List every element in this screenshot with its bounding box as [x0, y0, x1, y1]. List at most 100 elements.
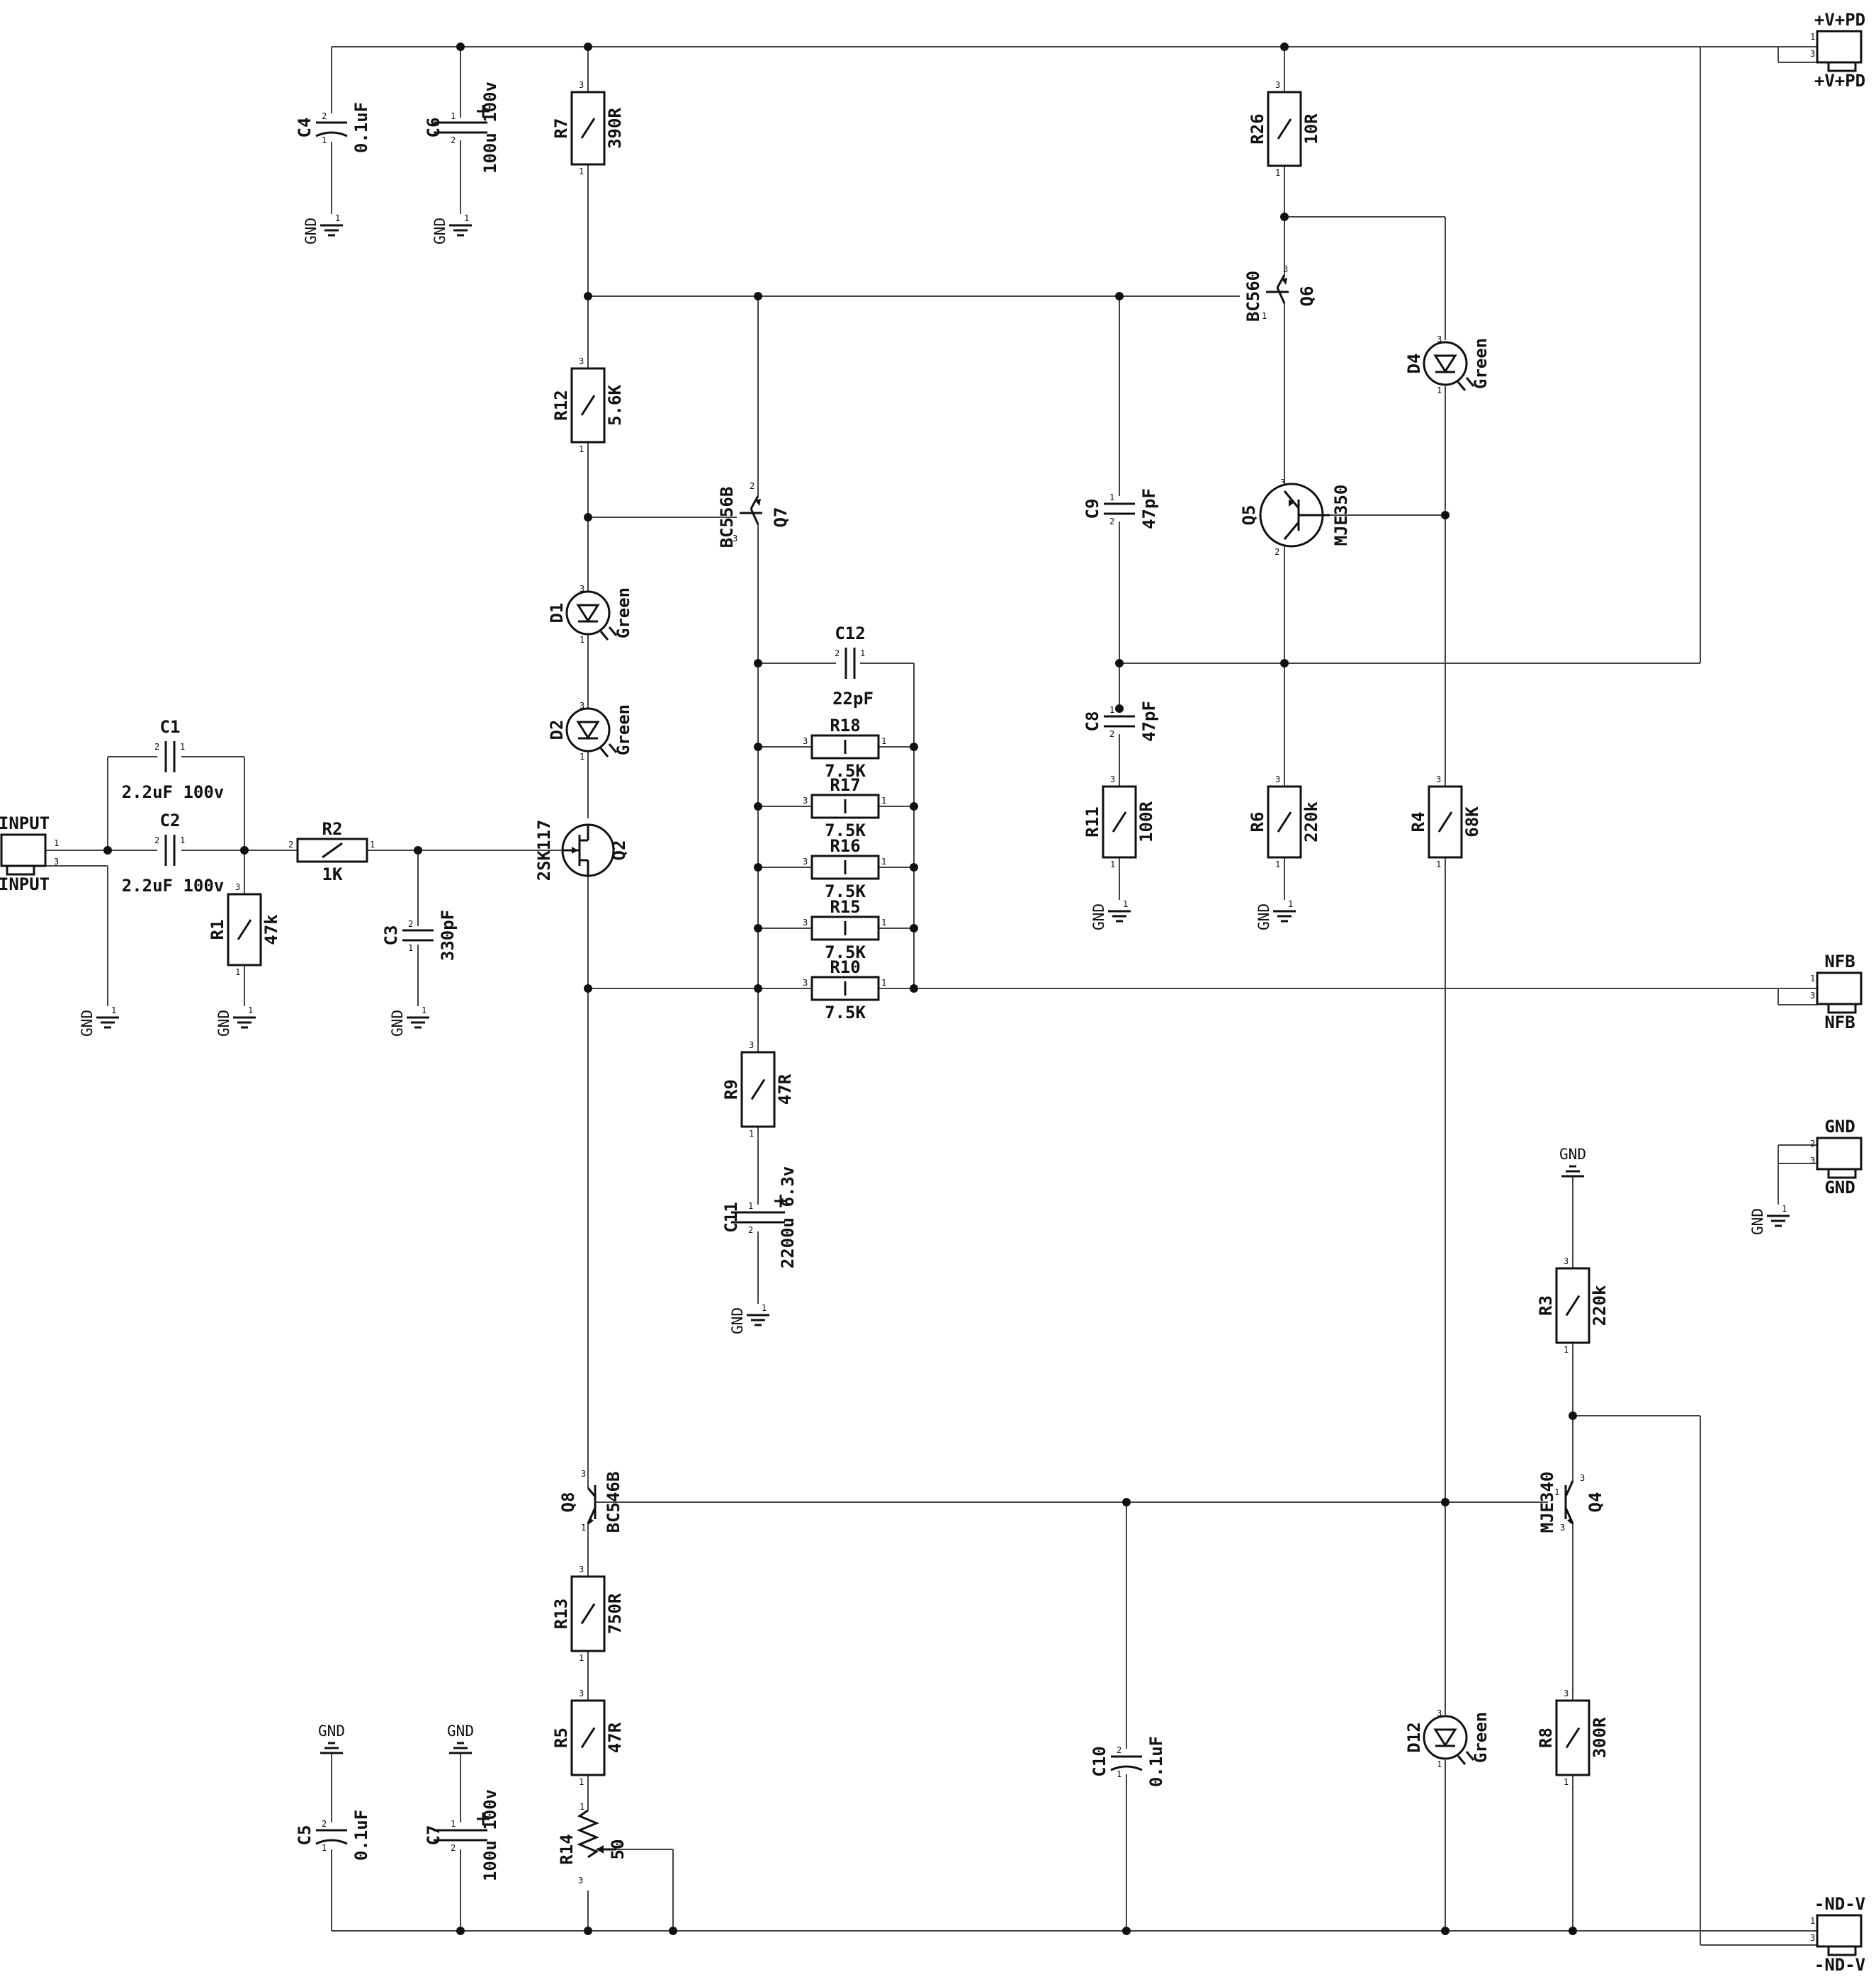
pin-number: 1 — [451, 1819, 456, 1829]
resistor-value: 50 — [608, 1839, 628, 1860]
transistor-collector — [1276, 287, 1286, 304]
junction-dot — [1122, 1498, 1131, 1506]
pin-number: 1 — [881, 857, 886, 867]
resistor-value: 7.5K — [825, 881, 866, 901]
pin-number: 3 — [1810, 49, 1815, 59]
pin-number: 3 — [1580, 1473, 1585, 1483]
transistor-emitter — [1276, 274, 1286, 288]
capacitor-ref: C2 — [160, 811, 181, 830]
resistor-mark — [580, 118, 596, 139]
capacitor-ref: C8 — [1083, 711, 1102, 732]
connector-label-top: INPUT — [0, 813, 50, 833]
resistor-ref: R14 — [557, 1834, 577, 1864]
pin-number: 3 — [581, 1469, 586, 1479]
transistor-ref: Q2 — [609, 840, 629, 861]
capacitor-value: 47pF — [1139, 701, 1159, 742]
pin-number: 3 — [578, 1876, 583, 1886]
resistor-mark — [1277, 811, 1292, 833]
junction-dot — [1115, 292, 1124, 300]
pin-number: 1 — [1288, 899, 1293, 909]
junction-dot — [584, 43, 592, 51]
led-circle — [1423, 1715, 1468, 1760]
led-ray — [1465, 1751, 1475, 1761]
resistor-ref: R6 — [1248, 812, 1267, 833]
led-ray — [1465, 377, 1475, 387]
resistor-mark — [1565, 1727, 1581, 1749]
pin-number: 3 — [1280, 478, 1285, 487]
capacitor-value: 100u 100v — [480, 1789, 500, 1881]
led-color: Green — [1471, 338, 1491, 389]
junction-dot — [754, 659, 762, 667]
capacitor-ref: C5 — [295, 1825, 315, 1846]
transistor-emitter — [1283, 490, 1300, 509]
resistor-mark — [580, 1727, 596, 1749]
ground-label: GND — [1255, 903, 1272, 930]
pin-number: 1 — [1275, 859, 1280, 869]
resistor-value: 7.5K — [825, 1003, 866, 1022]
resistor-ref: R5 — [551, 1727, 571, 1748]
pin-number: 2 — [1810, 1139, 1815, 1149]
pin-number: 2 — [1275, 547, 1279, 557]
capacitor-plate — [315, 1839, 348, 1845]
transistor-collector — [1564, 1480, 1574, 1497]
pin-number: 1 — [748, 1201, 753, 1211]
pin-number: 1 — [1564, 1777, 1569, 1787]
pin-number: 1 — [180, 835, 185, 845]
pin-number: 1 — [111, 1005, 116, 1015]
ground-label: GND — [431, 218, 448, 244]
led-color: Green — [1471, 1712, 1491, 1763]
connector-label-top: -ND-V — [1814, 1894, 1865, 1914]
pin-number: 1 — [1810, 974, 1815, 983]
led-color: Green — [614, 587, 633, 638]
junction-dot — [754, 802, 762, 811]
pin-number: 2 — [154, 835, 159, 845]
resistor-value: 7.5K — [825, 761, 866, 781]
junction-dot — [754, 863, 762, 872]
pin-number: 2 — [835, 648, 840, 658]
pin-number: 1 — [1262, 311, 1267, 321]
pin-number: 2 — [618, 1839, 623, 1849]
pin-number: 3 — [1810, 1933, 1815, 1943]
pin-number: 3 — [54, 857, 59, 867]
pin-number: 3 — [579, 1565, 584, 1574]
capacitor-ref: C11 — [721, 1202, 741, 1232]
pin-number: 1 — [579, 167, 584, 176]
junction-dot — [910, 924, 918, 932]
pin-number: 2 — [288, 840, 293, 850]
capacitor-ref: C10 — [1090, 1746, 1109, 1776]
capacitor-value: 47pF — [1139, 488, 1159, 529]
resistor-value: 7.5K — [825, 821, 866, 840]
capacitor-ref: C1 — [160, 717, 181, 737]
connector-label-top: NFB — [1824, 952, 1855, 971]
capacitor-value: 2.2uF 100v — [122, 782, 225, 802]
pin-number: 3 — [1564, 1689, 1569, 1698]
ground-label: GND — [1749, 1208, 1766, 1235]
pin-number: 3 — [580, 584, 584, 594]
resistor-ref: R4 — [1408, 812, 1428, 833]
junction-dot — [1122, 1927, 1131, 1935]
resistor-ref: R8 — [1536, 1727, 1556, 1748]
capacitor-value: 0.1uF — [351, 102, 371, 153]
connector-label-bottom: +V+PD — [1814, 71, 1865, 91]
led-ray — [608, 743, 618, 753]
transistor-ref: Q7 — [771, 507, 791, 528]
connector-label-bottom: INPUT — [0, 874, 50, 894]
transistor-collector — [1283, 522, 1300, 540]
junction-dot — [1280, 659, 1289, 667]
led-triangle — [576, 721, 600, 740]
connector-label-bottom: GND — [1824, 1178, 1855, 1197]
capacitor-ref: C12 — [835, 624, 865, 643]
pin-number: 1 — [248, 1005, 253, 1015]
pin-number: 3 — [733, 534, 738, 543]
junction-dot — [584, 513, 592, 522]
pin-number: 1 — [1110, 859, 1115, 869]
pin-number: 3 — [1436, 774, 1441, 784]
connector-label-bottom: NFB — [1824, 1013, 1855, 1032]
capacitor-value: 100u 100v — [480, 81, 500, 174]
pin-number: 1 — [762, 1303, 767, 1313]
transistor-part: MJE340 — [1537, 1472, 1557, 1533]
led-ref: D1 — [547, 603, 567, 624]
pin-number: 2 — [451, 135, 456, 145]
resistor-mark — [580, 1603, 596, 1625]
pin-number: 3 — [1437, 334, 1442, 344]
